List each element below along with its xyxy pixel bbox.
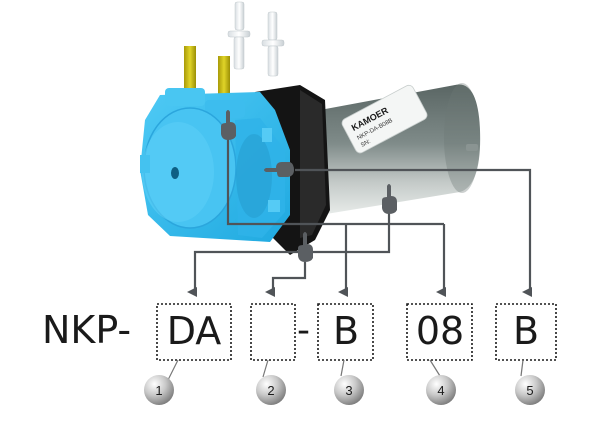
separator-dash: - (297, 310, 310, 351)
connector-lines (187, 138, 532, 297)
segment-box-3: B (317, 303, 374, 361)
callout-number-4: 4 (437, 383, 444, 398)
segment-value-4: 08 (416, 309, 464, 353)
tube-left (184, 46, 196, 101)
segment-box-5: B (495, 303, 557, 361)
segment-box-2 (250, 303, 296, 361)
pointer-hand-icon (298, 232, 313, 262)
pointer-hand-icon (221, 110, 236, 140)
segment-value-5: B (513, 309, 539, 353)
segment-box-4: 08 (406, 303, 473, 361)
pump-head (140, 88, 290, 242)
connector-2 (265, 262, 307, 297)
pointer-hand-icon (382, 184, 397, 214)
callout-2: 2 (256, 359, 286, 405)
barb-fitting-left (227, 1, 251, 70)
connector-3-4-trunk (226, 138, 444, 226)
connector-1 (187, 212, 391, 297)
pointer-hand-icon (264, 162, 294, 177)
callout-number-5: 5 (526, 383, 533, 398)
callout-4: 4 (426, 359, 456, 405)
model-prefix: NKP- (42, 308, 131, 352)
motor: KAMOER NKP-DA-B08B SN: (320, 83, 481, 215)
motor-label: KAMOER NKP-DA-B08B SN: (341, 84, 428, 154)
barb-fitting-right (261, 11, 285, 77)
callouts: 1 2 3 4 5 (144, 359, 545, 405)
callout-3: 3 (334, 359, 364, 405)
callout-5: 5 (515, 359, 545, 405)
pump-illustration: KAMOER NKP-DA-B08B SN: (140, 1, 481, 255)
segment-value-3: B (333, 309, 359, 353)
shaft-hole (171, 167, 179, 179)
serial-line-text: SN: (360, 139, 372, 149)
segment-box-1: DA (156, 303, 232, 361)
callout-number-1: 1 (155, 383, 162, 398)
callout-1: 1 (144, 359, 179, 405)
model-code: NKP- DA - B 08 B (42, 303, 557, 361)
callout-number-2: 2 (267, 383, 274, 398)
connector-5 (295, 168, 532, 297)
pointer-icons (221, 110, 397, 262)
callout-number-3: 3 (345, 383, 352, 398)
segment-value-1: DA (167, 309, 222, 353)
